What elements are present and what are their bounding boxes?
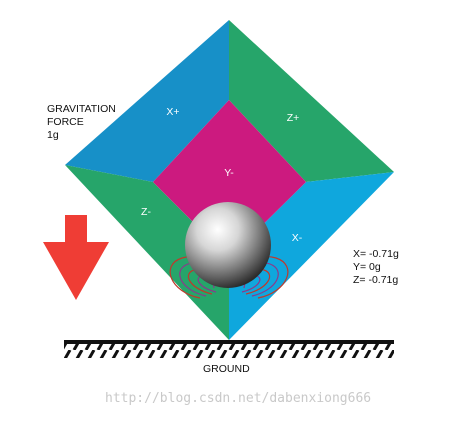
gravitation-line-3: 1g bbox=[47, 129, 59, 141]
face-label-x-minus: X- bbox=[291, 232, 303, 244]
watermark: http://blog.csdn.net/dabenxiong666 bbox=[105, 391, 372, 406]
readout-x: X= -0.71g bbox=[353, 248, 399, 260]
face-label-z-plus: Z+ bbox=[286, 112, 300, 124]
readout-y: Y= 0g bbox=[353, 261, 381, 273]
sphere-icon bbox=[185, 202, 271, 288]
face-x-minus bbox=[229, 172, 394, 340]
face-y-minus bbox=[153, 100, 306, 258]
face-z-plus bbox=[229, 20, 394, 182]
face-label-z-minus: Z- bbox=[141, 206, 151, 218]
ground bbox=[64, 340, 394, 358]
axis-readout: X= -0.71g Y= 0g Z= -0.71g bbox=[353, 248, 399, 287]
gravitation-line-2: FORCE bbox=[47, 116, 84, 128]
down-arrow-icon bbox=[43, 215, 109, 300]
face-label-y-minus: Y- bbox=[224, 167, 234, 179]
readout-z: Z= -0.71g bbox=[353, 274, 399, 286]
face-label-x-plus: X+ bbox=[166, 106, 180, 118]
gravitation-label: GRAVITATION FORCE 1g bbox=[47, 103, 116, 142]
face-x-plus bbox=[65, 20, 229, 182]
face-z-minus bbox=[65, 165, 229, 340]
gravitation-line-1: GRAVITATION bbox=[47, 103, 116, 115]
ground-label: GROUND bbox=[203, 363, 250, 375]
